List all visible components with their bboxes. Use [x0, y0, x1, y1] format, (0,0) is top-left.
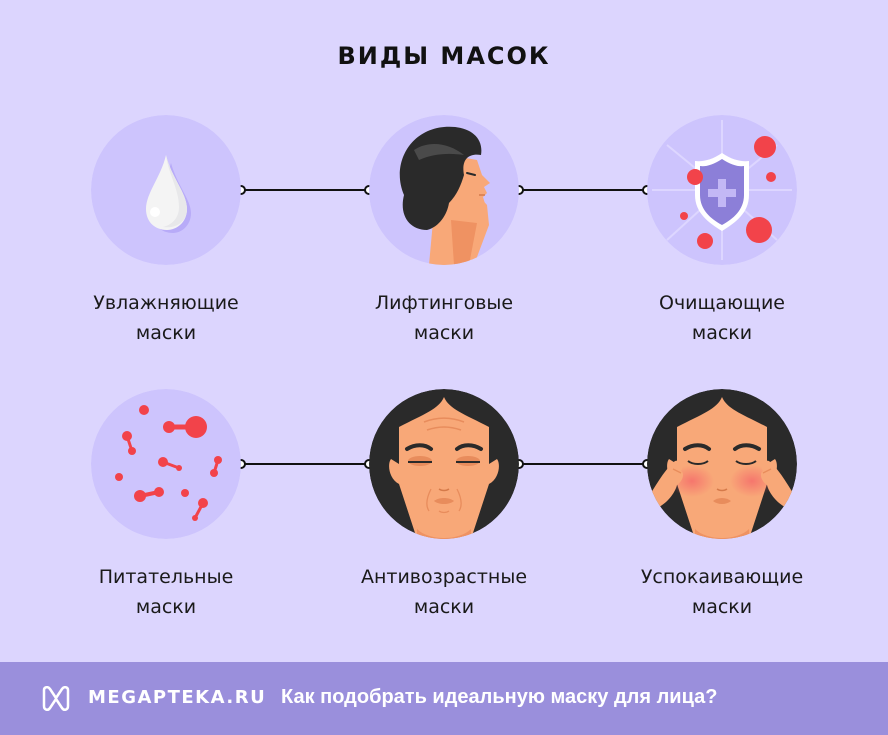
water-drop-icon — [91, 115, 241, 265]
molecules-icon — [91, 389, 241, 539]
mask-label-line1: Питательные — [98, 566, 234, 588]
mask-label-line1: Антивозрастные — [360, 566, 528, 588]
brand-name: MEGAPTEKA.RU — [88, 687, 267, 708]
mask-label-line1: Успокаивающие — [640, 566, 804, 588]
mask-card-lifting — [369, 115, 519, 265]
mask-card-anti-aging — [369, 389, 519, 539]
mask-label-line1: Очищающие — [659, 292, 785, 314]
mask-label-line2: маски — [691, 322, 753, 344]
mask-label-cleansing: Очищающие маски — [602, 288, 842, 348]
mask-label-line1: Лифтинговые — [374, 292, 514, 314]
mask-label-lifting: Лифтинговые маски — [324, 288, 564, 348]
mask-card-cleansing — [647, 115, 797, 265]
mask-label-line2: маски — [413, 596, 475, 618]
megapteka-logo-icon — [40, 685, 72, 716]
mask-label-line2: маски — [691, 596, 753, 618]
connector-line — [241, 189, 369, 191]
soothing-face-icon — [647, 389, 797, 539]
mask-label-nourishing: Питательные маски — [46, 562, 286, 622]
wrinkled-face-icon — [369, 389, 519, 539]
mask-label-line1: Увлажняющие — [93, 292, 239, 314]
mask-card-moisturizing — [91, 115, 241, 265]
footer-tagline: Как подобрать идеальную маску для лица? — [281, 686, 718, 708]
connector-line — [519, 189, 647, 191]
mask-card-nourishing — [91, 389, 241, 539]
mask-card-soothing — [647, 389, 797, 539]
mask-label-line2: маски — [135, 596, 197, 618]
woman-profile-icon — [369, 115, 519, 265]
mask-label-moisturizing: Увлажняющие маски — [46, 288, 286, 348]
connector-line — [519, 463, 647, 465]
mask-label-line2: маски — [413, 322, 475, 344]
footer-bar — [0, 662, 888, 735]
mask-label-soothing: Успокаивающие маски — [602, 562, 842, 622]
page-title: ВИДЫ МАСОК — [337, 42, 551, 70]
shield-virus-icon — [647, 115, 797, 265]
connector-line — [241, 463, 369, 465]
mask-label-anti-aging: Антивозрастные маски — [324, 562, 564, 622]
mask-label-line2: маски — [135, 322, 197, 344]
